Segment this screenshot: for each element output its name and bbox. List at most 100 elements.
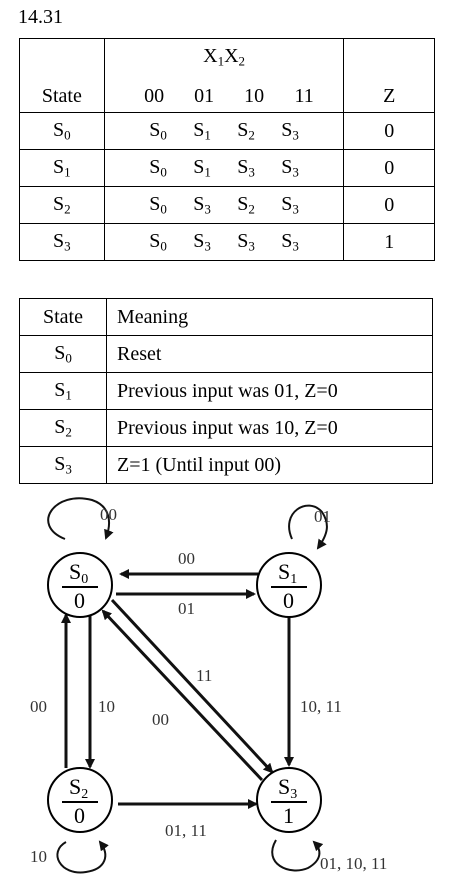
edge-s3-to-s0 bbox=[101, 609, 264, 782]
next-state: S3 bbox=[268, 193, 312, 217]
header-state: State bbox=[19, 38, 105, 113]
svg-text:S1: S1 bbox=[278, 559, 297, 587]
header-input-sub1: 1 bbox=[217, 53, 225, 69]
next-state-subscript: 2 bbox=[248, 201, 255, 217]
label-s3-to-s0: 00 bbox=[152, 710, 169, 729]
output-z-cell: 0 bbox=[343, 112, 435, 150]
next-state: S3 bbox=[224, 230, 268, 254]
label-s0-to-s3: 11 bbox=[196, 666, 212, 685]
next-state: S3 bbox=[180, 193, 224, 217]
next-state: S0 bbox=[136, 156, 180, 180]
next-state-letter: S bbox=[149, 192, 161, 215]
node-s3: S3 1 bbox=[256, 767, 322, 833]
next-state: S2 bbox=[224, 193, 268, 217]
next-state-letter: S bbox=[149, 118, 161, 141]
node-s2-sub: 2 bbox=[81, 787, 88, 802]
label-s1-to-s0: 00 bbox=[178, 549, 195, 568]
node-s3-letter: S bbox=[278, 774, 290, 799]
state-subscript: 3 bbox=[65, 461, 72, 477]
output-z-cell: 0 bbox=[343, 186, 435, 224]
meaning-text-cell: Z=1 (Until input 00) bbox=[106, 446, 433, 484]
meaning-state-cell: S2 bbox=[19, 409, 107, 447]
next-state-subscript: 0 bbox=[160, 164, 167, 180]
meaning-text-cell: Reset bbox=[106, 335, 433, 373]
next-state-letter: S bbox=[149, 229, 161, 252]
header-input-var1: X bbox=[203, 45, 218, 67]
next-state-letter: S bbox=[193, 118, 205, 141]
meaning-table-header-row: State Meaning bbox=[19, 298, 433, 336]
state-subscript: 3 bbox=[64, 238, 71, 254]
edge-s2-loop bbox=[56, 840, 109, 874]
output-z-cell: 1 bbox=[343, 223, 435, 261]
label-s2-to-s3: 01, 11 bbox=[165, 821, 207, 840]
state-letter: S bbox=[53, 118, 65, 141]
meaning-state-cell: S3 bbox=[19, 446, 107, 484]
next-state-letter: S bbox=[237, 155, 249, 178]
header-next-state: X1X2 00 01 10 11 bbox=[103, 38, 345, 113]
next-state: S3 bbox=[268, 230, 312, 254]
meaning-header-meaning: Meaning bbox=[106, 298, 433, 336]
header-combo: 11 bbox=[294, 85, 314, 107]
node-s0: S0 0 bbox=[47, 552, 113, 618]
next-state-subscript: 1 bbox=[204, 127, 211, 143]
state-letter: S bbox=[54, 415, 66, 438]
state-cell: S1 bbox=[19, 149, 105, 187]
state-cell: S0 bbox=[19, 112, 105, 150]
meaning-state-cell: S0 bbox=[19, 335, 107, 373]
node-s0-sub: 0 bbox=[81, 572, 88, 587]
meaning-text-cell: Previous input was 10, Z=0 bbox=[106, 409, 433, 447]
node-s0-output: 0 bbox=[74, 588, 85, 613]
next-state: S0 bbox=[136, 193, 180, 217]
svg-text:S3: S3 bbox=[278, 774, 297, 802]
state-subscript: 0 bbox=[64, 127, 71, 143]
state-letter: S bbox=[54, 452, 66, 475]
state-subscript: 1 bbox=[65, 387, 72, 403]
node-s2-letter: S bbox=[69, 774, 81, 799]
next-state-letter: S bbox=[237, 118, 249, 141]
next-state-subscript: 3 bbox=[248, 164, 255, 180]
next-state: S3 bbox=[224, 156, 268, 180]
label-s1-to-s3: 10, 11 bbox=[300, 697, 342, 716]
label-s0-loop: 00 bbox=[100, 505, 117, 524]
next-state-subscript: 3 bbox=[292, 127, 299, 143]
next-state-letter: S bbox=[237, 229, 249, 252]
next-state-letter: S bbox=[193, 229, 205, 252]
meaning-text-cell: Previous input was 01, Z=0 bbox=[106, 372, 433, 410]
edge-s0-to-s3 bbox=[110, 598, 274, 774]
next-state-letter: S bbox=[237, 192, 249, 215]
label-s2-to-s0: 00 bbox=[30, 697, 47, 716]
header-combo: 00 bbox=[144, 85, 165, 107]
state-subscript: 0 bbox=[65, 350, 72, 366]
header-combos: 00 01 10 11 bbox=[105, 85, 344, 108]
edge-s0-loop bbox=[47, 497, 114, 540]
state-table-header-row: State X1X2 00 01 10 11 Z bbox=[19, 38, 435, 113]
next-state-subscript: 0 bbox=[160, 201, 167, 217]
label-s0-to-s2: 10 bbox=[98, 697, 115, 716]
next-state: S3 bbox=[268, 119, 312, 143]
next-state-letter: S bbox=[281, 192, 293, 215]
header-combo: 01 bbox=[194, 85, 215, 107]
next-state-letter: S bbox=[281, 118, 293, 141]
header-inputs: X1X2 bbox=[105, 45, 344, 69]
problem-number: 14.31 bbox=[18, 6, 63, 28]
next-state: S1 bbox=[180, 119, 224, 143]
next-state: S3 bbox=[180, 230, 224, 254]
next-state: S2 bbox=[224, 119, 268, 143]
node-s1-letter: S bbox=[278, 559, 290, 584]
node-s3-output: 1 bbox=[283, 803, 294, 828]
node-s1-sub: 1 bbox=[290, 572, 297, 587]
next-state-letter: S bbox=[149, 155, 161, 178]
header-input-var2: X bbox=[224, 45, 239, 67]
next-state-subscript: 3 bbox=[292, 238, 299, 254]
next-state-letter: S bbox=[281, 229, 293, 252]
state-subscript: 2 bbox=[65, 424, 72, 440]
label-s1-loop: 01 bbox=[314, 507, 331, 526]
